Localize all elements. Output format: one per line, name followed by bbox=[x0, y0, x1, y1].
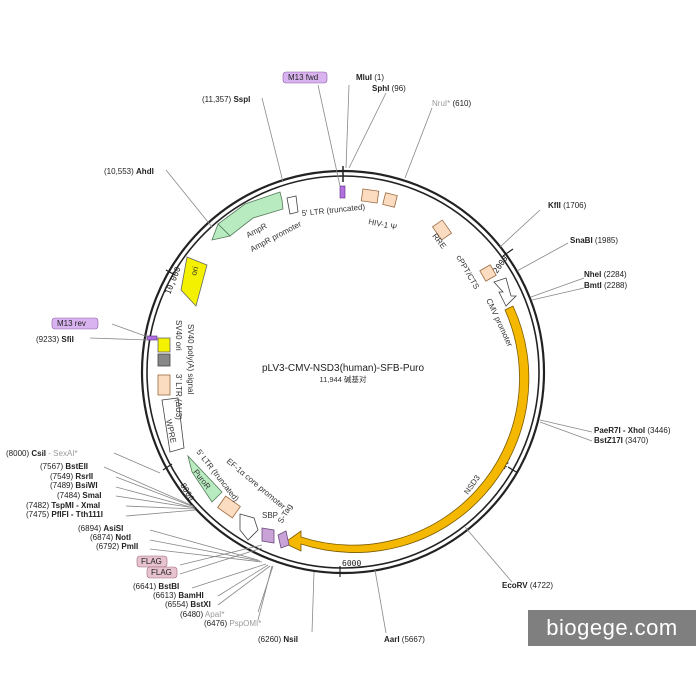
m13-fwd-primer[interactable] bbox=[282, 71, 328, 84]
sbp-label: SBP bbox=[262, 511, 278, 520]
ori-feature-arrow[interactable] bbox=[180, 256, 208, 307]
tick-8000 bbox=[162, 463, 173, 471]
site-sfii[interactable]: (9233) SfiI bbox=[36, 335, 74, 344]
site-bsteii[interactable]: (7567) BstEII bbox=[40, 462, 88, 471]
ef1a-promoter-arrow[interactable] bbox=[239, 513, 259, 541]
wpre-box[interactable] bbox=[161, 397, 185, 453]
site-ecorv[interactable]: EcoRV (4722) bbox=[502, 581, 553, 590]
ori-label: ori bbox=[189, 265, 200, 276]
site-snabi[interactable]: SnaBI (1985) bbox=[570, 236, 618, 245]
plasmid-size: 11,944 碱基对 bbox=[320, 374, 367, 384]
ltr5-top-label: 5' LTR (truncated) bbox=[301, 202, 366, 218]
m13-fwd-label: M13 fwd bbox=[288, 73, 318, 82]
site-pspomi[interactable]: (6476) PspOMI* bbox=[204, 619, 261, 628]
sbp-box[interactable] bbox=[261, 527, 275, 544]
rre-box[interactable] bbox=[431, 219, 453, 241]
site-nhei[interactable]: NheI (2284) bbox=[584, 270, 627, 279]
ltr5-lower-box[interactable] bbox=[217, 495, 241, 519]
tick-2000 bbox=[502, 248, 514, 257]
ltr3-label: 3' LTR (ΔU3) bbox=[174, 374, 183, 420]
m13-fwd-marker bbox=[339, 185, 346, 199]
site-asisi[interactable]: (6894) AsiSI bbox=[78, 524, 123, 533]
tick-10000 bbox=[165, 269, 176, 276]
sv40-ori-box[interactable] bbox=[157, 337, 171, 353]
flag-primer-2[interactable] bbox=[146, 566, 178, 579]
watermark-logo: biogege.com bbox=[528, 610, 696, 646]
site-tspmi-xmai[interactable]: (7482) TspMI - XmaI bbox=[26, 501, 100, 510]
sv40-ori-label: SV40 ori bbox=[174, 320, 183, 351]
site-nsii[interactable]: (6260) NsiI bbox=[258, 635, 298, 644]
sv40-polya-box[interactable] bbox=[157, 353, 171, 367]
m13-rev-label: M13 rev bbox=[57, 319, 86, 328]
nsd3-feature-arrow[interactable] bbox=[283, 305, 530, 553]
site-smai[interactable]: (7484) SmaI bbox=[57, 491, 101, 500]
m13-rev-primer[interactable] bbox=[51, 317, 99, 330]
site-sphi[interactable]: SphI (96) bbox=[372, 84, 406, 93]
m13-rev-marker bbox=[146, 335, 158, 341]
site-aari[interactable]: AarI (5667) bbox=[384, 635, 425, 644]
site-rsrii[interactable]: (7549) RsrII bbox=[50, 472, 93, 481]
sv40-polya-label: SV40 poly(A) signal bbox=[186, 324, 195, 394]
site-paer7i-xhoi[interactable]: PaeR7I - XhoI (3446) bbox=[594, 426, 671, 435]
hiv-psi-label: HIV-1 Ψ bbox=[368, 217, 398, 232]
plasmid-title: pLV3-CMV-NSD3(human)-SFB-Puro bbox=[262, 363, 425, 374]
site-bstz17i[interactable]: BstZ17I (3470) bbox=[594, 436, 649, 445]
flag-primer-2-label: FLAG bbox=[151, 568, 172, 577]
site-csii-sexai[interactable]: (8000) CsiI - SexAI* bbox=[6, 449, 78, 458]
cmv-promoter-arrow[interactable] bbox=[493, 277, 517, 307]
site-bstbi[interactable]: (6641) BstBI bbox=[133, 582, 179, 591]
site-leader-lines bbox=[89, 84, 593, 634]
tick-label-6000: 6000 bbox=[342, 559, 361, 568]
site-nrui[interactable]: NruI* (610) bbox=[432, 99, 471, 108]
site-apai[interactable]: (6480) ApaI* bbox=[180, 610, 224, 619]
site-bamhi[interactable]: (6613) BamHI bbox=[153, 591, 204, 600]
site-ahdi[interactable]: (10,553) AhdI bbox=[104, 167, 154, 176]
stag-box[interactable] bbox=[277, 530, 290, 549]
hiv-psi-box-2[interactable] bbox=[382, 192, 398, 208]
cppt-label: cPPT/CTS bbox=[454, 254, 481, 291]
site-kfli[interactable]: KflI (1706) bbox=[548, 201, 587, 210]
flag-primer-1-label: FLAG bbox=[141, 557, 162, 566]
ampr-promoter-arrow[interactable] bbox=[286, 195, 299, 215]
site-pflfi-tth111i[interactable]: (7475) PflFI - Tth111I bbox=[26, 510, 103, 519]
site-pmli[interactable]: (6792) PmlI bbox=[96, 542, 138, 551]
ampr-arrow-head bbox=[211, 223, 231, 241]
site-bmti[interactable]: BmtI (2288) bbox=[584, 281, 627, 290]
site-bsiwi[interactable]: (7489) BsiWI bbox=[50, 481, 98, 490]
site-mlui[interactable]: MluI (1) bbox=[356, 73, 384, 82]
cppt-box[interactable] bbox=[479, 264, 497, 282]
ltr3-box[interactable] bbox=[157, 374, 171, 396]
hiv-psi-box-1[interactable] bbox=[360, 188, 380, 204]
tick-4000 bbox=[507, 466, 519, 474]
puror-feature-arrow[interactable] bbox=[187, 454, 223, 503]
site-sspi[interactable]: (11,357) SspI bbox=[202, 95, 250, 104]
site-noti[interactable]: (6874) NotI bbox=[90, 533, 131, 542]
site-bstxi[interactable]: (6554) BstXI bbox=[165, 600, 211, 609]
